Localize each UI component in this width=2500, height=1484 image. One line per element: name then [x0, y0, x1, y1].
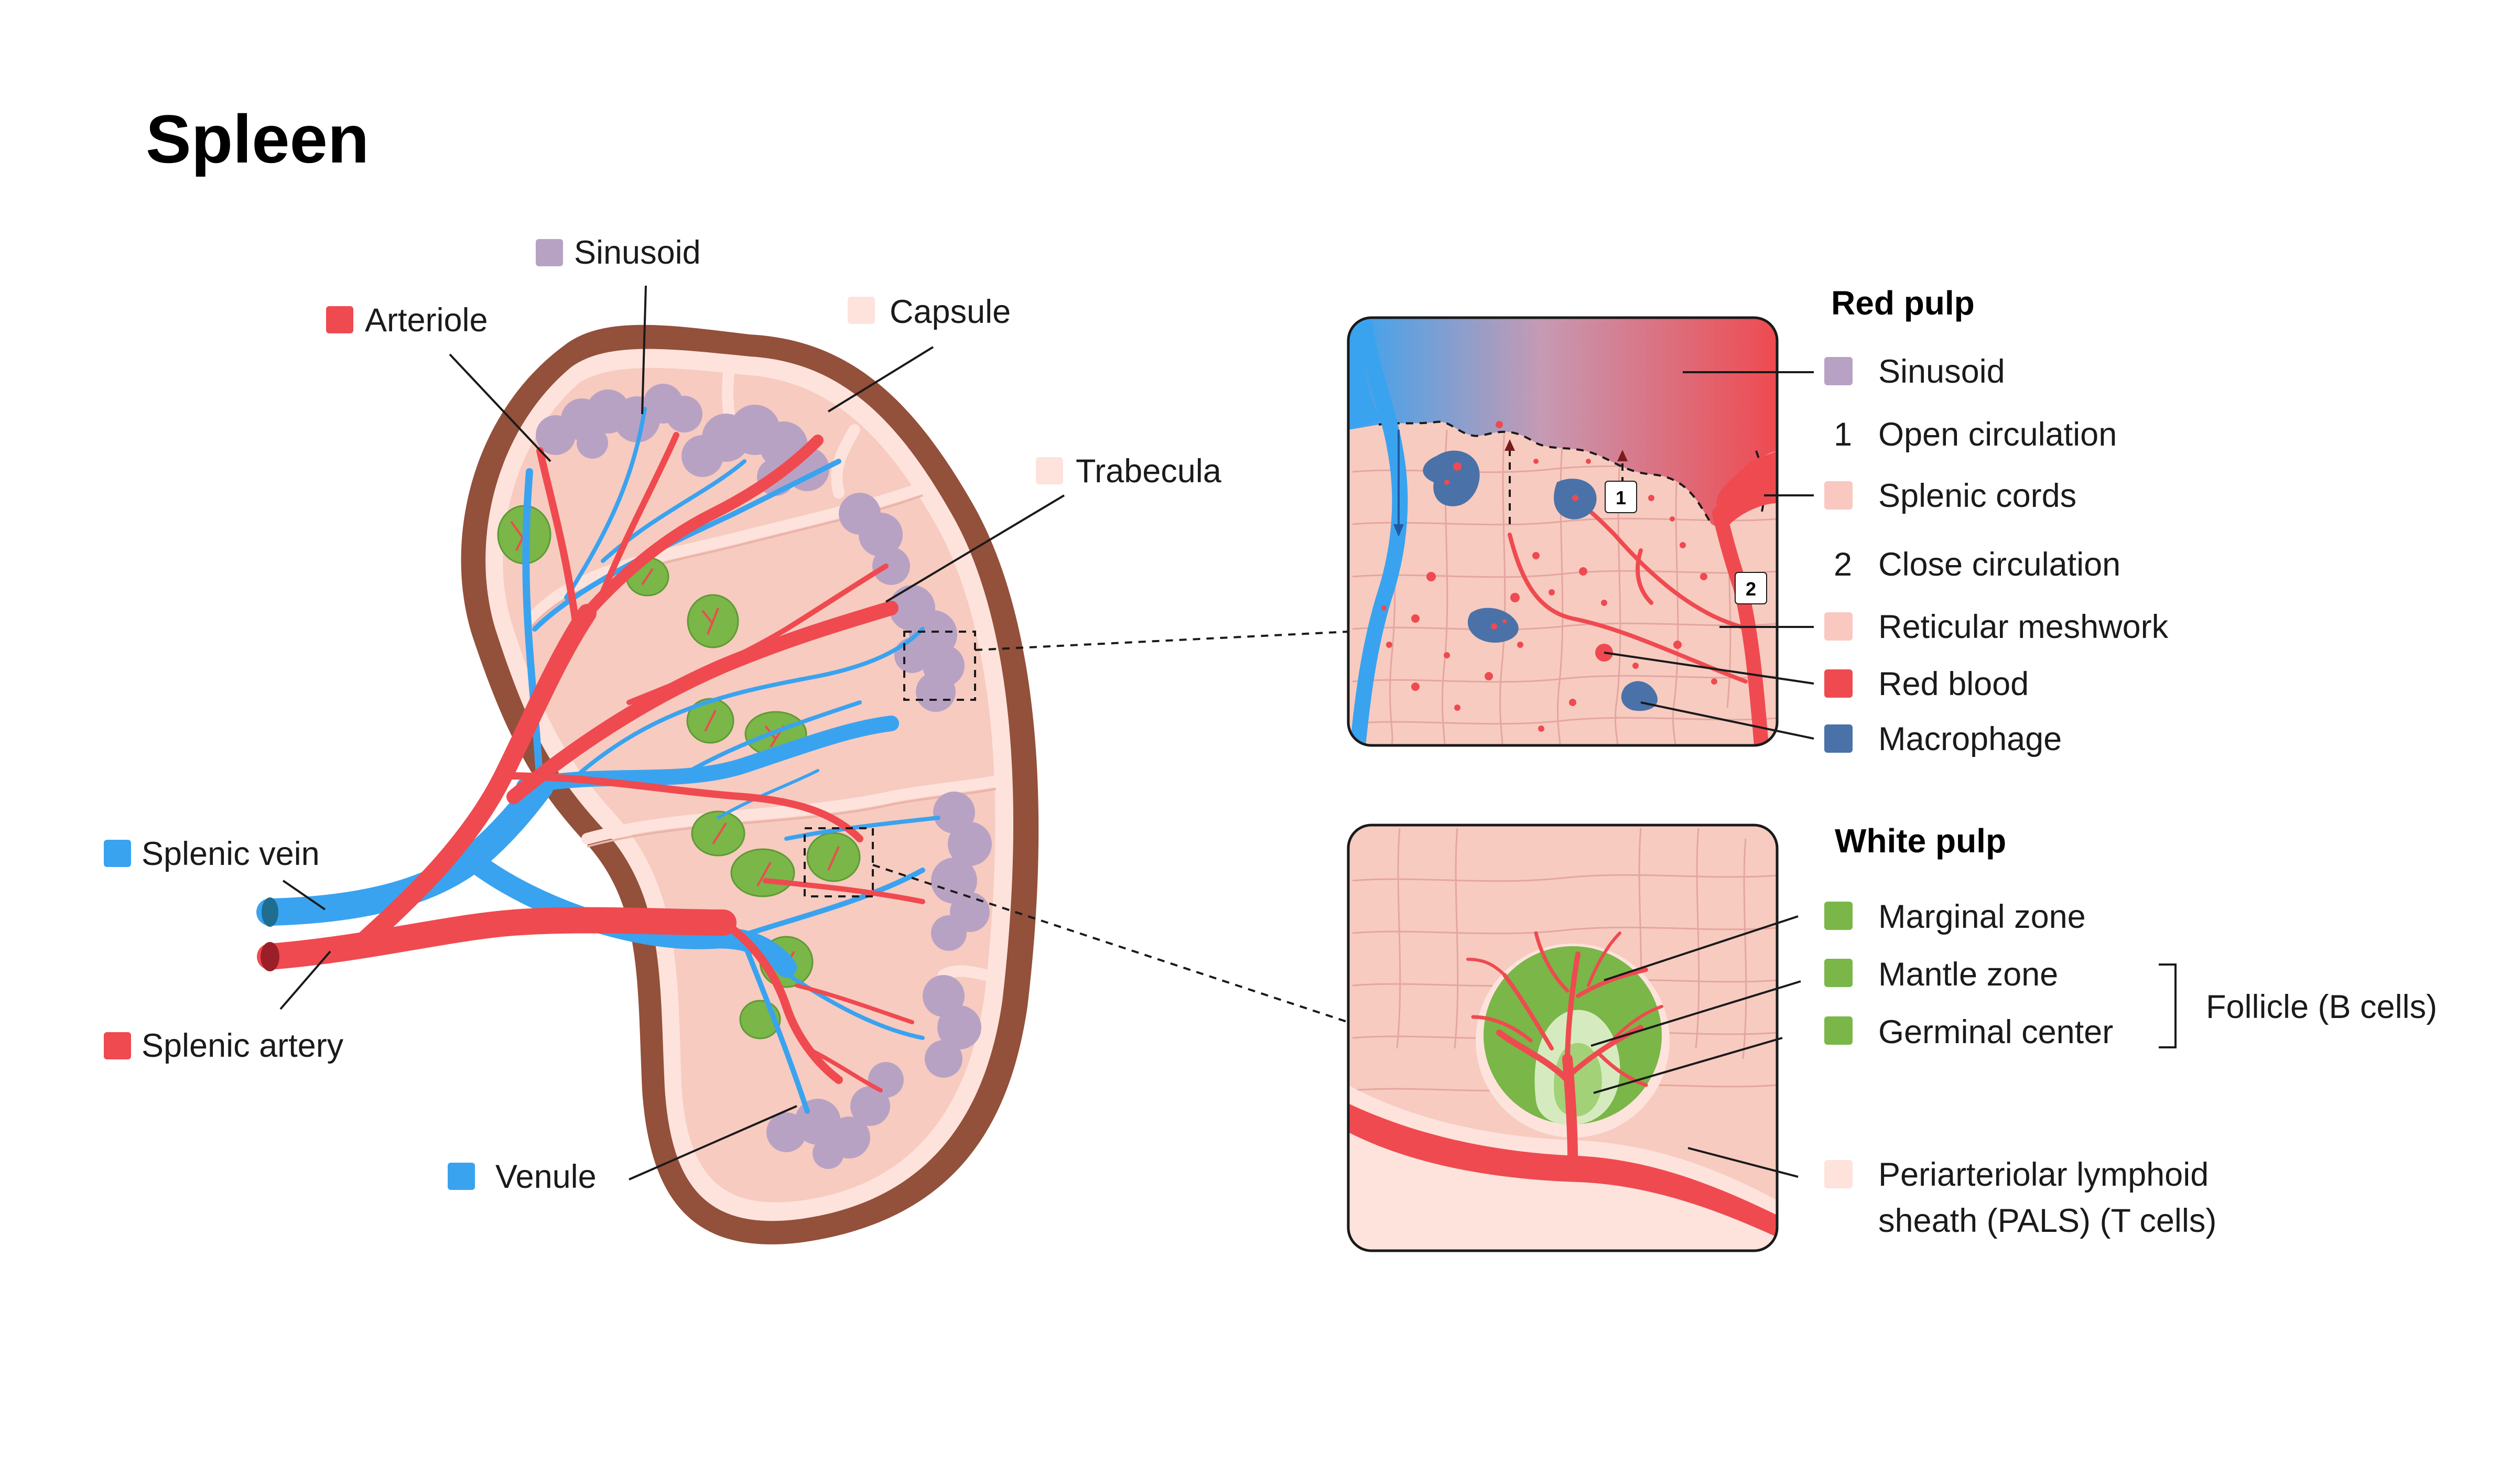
arterial-branches	[257, 432, 925, 1092]
arteriole-label: Arteriole	[365, 302, 488, 339]
splenic-vein-swatch	[104, 840, 131, 867]
legend-marginal-swatch	[1824, 902, 1853, 930]
white-pulp-panel	[1347, 824, 1779, 1252]
white-pulp-heading: White pulp	[1835, 822, 2006, 860]
legend-marginal-zone: Marginal zone	[1878, 898, 2086, 935]
legend-germinal-swatch	[1824, 1016, 1853, 1045]
legend-pals-swatch	[1824, 1160, 1853, 1188]
spleen-organ	[256, 324, 1039, 1244]
marker-2	[1735, 572, 1767, 604]
capsule-label: Capsule	[890, 294, 1011, 330]
splenic-artery-swatch	[104, 1032, 131, 1059]
sinus-lumen	[1348, 318, 1777, 526]
legend-red-blood: Red blood	[1878, 666, 2029, 702]
red-pulp-frame	[1347, 316, 1779, 747]
marker-2-text: 2	[1746, 578, 1756, 600]
legend-pals-line1: Periarteriolar lymphoid	[1878, 1156, 2209, 1193]
marker-1-text: 1	[1616, 487, 1626, 508]
splenic-vein-label: Splenic vein	[142, 836, 320, 872]
venule-swatch	[448, 1163, 475, 1190]
zoom-box-white-pulp	[804, 827, 874, 897]
splenic-artery-end	[261, 942, 279, 971]
red-pulp-legend: Red pulp Sinusoid 1 Open circulation Spl…	[1604, 284, 2169, 757]
arteriole-swatch	[326, 306, 353, 333]
follicular-arteriole	[1466, 931, 1663, 1164]
page-title: Spleen	[146, 101, 369, 177]
trabecula-label: Trabecula	[1076, 453, 1222, 490]
legend-pals-line2: sheath (PALS) (T cells)	[1878, 1203, 2216, 1239]
sinusoid-clusters	[536, 384, 992, 1169]
follicle-bracket	[2159, 963, 2177, 1048]
legend-red-blood-swatch	[1824, 669, 1853, 698]
sinusoid-label: Sinusoid	[574, 234, 701, 271]
sinusoid-swatch	[536, 239, 563, 266]
legend-mantle-swatch	[1824, 959, 1853, 987]
legend-key-1: 1	[1834, 416, 1852, 453]
venous-branches	[256, 407, 940, 1114]
legend-key-2: 2	[1834, 546, 1852, 583]
legend-splenic-cords-swatch	[1824, 481, 1853, 510]
legend-sinusoid: Sinusoid	[1878, 353, 2005, 390]
legend-sinusoid-swatch	[1824, 357, 1853, 385]
organ-labels: Sinusoid Arteriole Capsule Trabecula Spl…	[104, 234, 1222, 1195]
legend-germinal-center: Germinal center	[1878, 1014, 2113, 1050]
red-blood-cells	[1381, 421, 1717, 732]
trabecula-swatch	[1036, 457, 1063, 484]
white-pulp-frame	[1347, 824, 1779, 1252]
splenic-vein-end	[262, 897, 278, 927]
reticular-meshwork	[1352, 419, 1777, 745]
splenic-artery-label: Splenic artery	[142, 1027, 344, 1064]
red-pulp-panel: 1 2	[1347, 316, 1779, 747]
red-pulp-heading: Red pulp	[1831, 284, 1975, 322]
legend-reticular-swatch	[1824, 612, 1853, 641]
legend-macrophage-swatch	[1824, 724, 1853, 753]
legend-splenic-cords: Splenic cords	[1878, 478, 2076, 514]
central-artery	[1348, 1103, 1777, 1237]
white-pulp-legend: White pulp Marginal zone Mantle zone Ger…	[1590, 822, 2437, 1239]
legend-mantle-zone: Mantle zone	[1878, 956, 2058, 993]
legend-close-circulation: Close circulation	[1878, 546, 2120, 583]
legend-open-circulation: Open circulation	[1878, 416, 2117, 453]
venule-label: Venule	[495, 1158, 597, 1195]
marker-1	[1605, 481, 1637, 513]
capsule-swatch	[848, 297, 875, 324]
legend-reticular-meshwork: Reticular meshwork	[1878, 609, 2169, 645]
legend-macrophage: Macrophage	[1878, 721, 2062, 757]
zoom-connector-white	[872, 864, 1349, 1023]
zoom-connector-red	[975, 631, 1349, 651]
follicle-label: Follicle (B cells)	[2206, 989, 2437, 1025]
